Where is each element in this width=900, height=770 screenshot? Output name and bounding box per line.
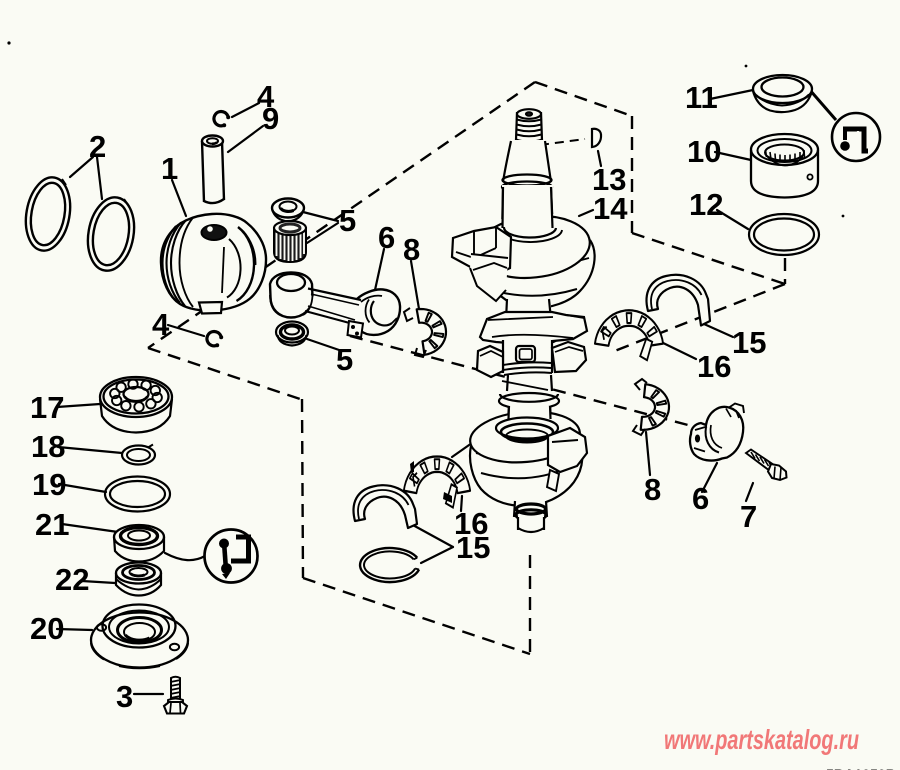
svg-text:8: 8 (644, 472, 661, 507)
svg-text:1: 1 (161, 151, 178, 186)
svg-text:18: 18 (31, 429, 65, 464)
svg-text:21: 21 (35, 507, 69, 542)
svg-text:www.partskatalog.ru: www.partskatalog.ru (664, 724, 859, 755)
svg-text:22: 22 (55, 562, 89, 597)
svg-text:9: 9 (262, 101, 279, 136)
svg-text:16: 16 (697, 349, 731, 384)
svg-text:8: 8 (403, 232, 420, 267)
svg-text:19: 19 (32, 467, 66, 502)
svg-text:6: 6 (692, 481, 709, 516)
svg-text:2: 2 (89, 129, 106, 164)
svg-text:17: 17 (30, 390, 64, 425)
svg-text:5: 5 (336, 342, 353, 377)
svg-text:16: 16 (454, 506, 488, 541)
svg-text:7: 7 (740, 499, 757, 534)
svg-text:14: 14 (593, 191, 628, 226)
svg-text:5: 5 (339, 203, 356, 238)
svg-text:6: 6 (378, 220, 395, 255)
svg-text:15: 15 (456, 530, 490, 565)
svg-text:4: 4 (257, 79, 275, 114)
svg-text:10: 10 (687, 134, 721, 169)
svg-text:3: 3 (116, 679, 133, 714)
svg-text:5RA1259B: 5RA1259B (826, 766, 896, 770)
svg-text:11: 11 (685, 80, 718, 115)
svg-text:20: 20 (30, 611, 64, 646)
svg-text:13: 13 (592, 162, 626, 197)
svg-text:12: 12 (689, 187, 723, 222)
svg-text:4: 4 (152, 307, 170, 342)
svg-text:15: 15 (732, 325, 766, 360)
